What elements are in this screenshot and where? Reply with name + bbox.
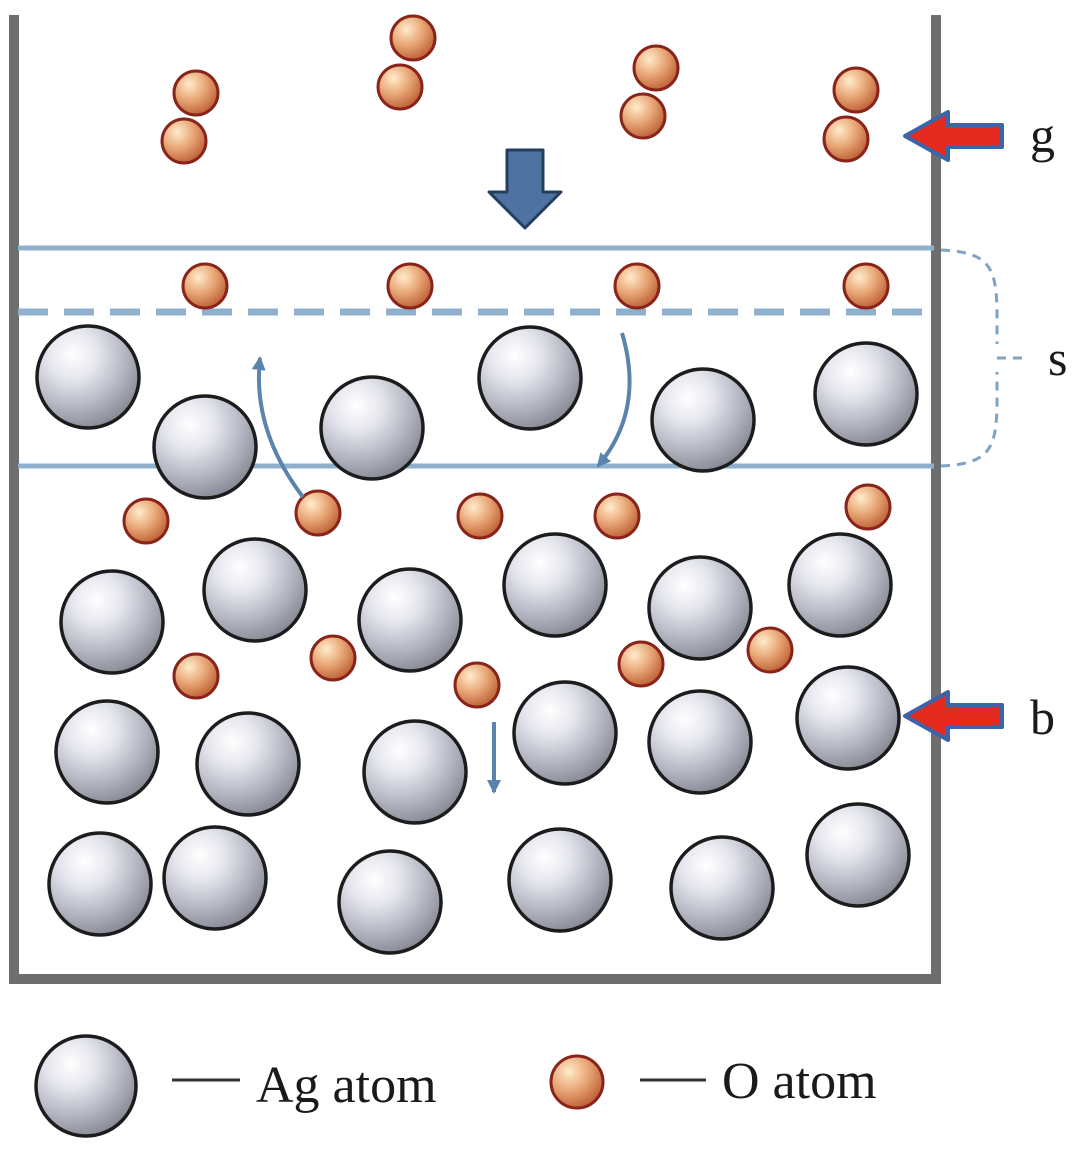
ag-atom: [507, 827, 613, 933]
ag-atom: [787, 532, 893, 638]
ag-atom: [502, 532, 608, 638]
legend-ag-sphere: [34, 1034, 138, 1138]
o2-molecule-atom: [619, 92, 667, 140]
ag-atom: [319, 375, 425, 481]
curved-arrow-up: [251, 356, 305, 499]
ag-atom: [795, 665, 901, 771]
o-atom: [842, 262, 890, 310]
o-atoms-layer: [122, 14, 892, 709]
ag-atom: [47, 831, 153, 937]
gas-region-arrow: [903, 110, 1004, 162]
o-atom: [172, 652, 220, 700]
label-gas-region: g: [1030, 107, 1055, 163]
ag-atom: [195, 711, 301, 817]
ag-atoms-layer: [35, 324, 919, 955]
o-atom: [294, 489, 342, 537]
legend-o-sphere: [549, 1054, 605, 1110]
adsorption-down-arrow: [487, 148, 563, 230]
o-atom: [456, 492, 504, 540]
legend-ag-label: Ag atom: [256, 1057, 437, 1114]
o-atom: [181, 262, 229, 310]
o2-molecule-atom: [172, 69, 220, 117]
legend-o-label: O atom: [722, 1053, 877, 1110]
o-atom: [613, 262, 661, 310]
o-atom: [617, 640, 665, 688]
ag-atom: [647, 555, 753, 661]
ag-atom: [152, 394, 258, 500]
o-atom: [309, 634, 357, 682]
s-bracket: [940, 248, 1028, 468]
ag-atom: [813, 341, 919, 447]
o-atom: [453, 661, 501, 709]
ag-atom: [59, 569, 165, 675]
ag-atom: [512, 680, 618, 786]
curved-arrow-down: [596, 332, 632, 468]
o2-molecule-atom: [632, 44, 680, 92]
o2-molecule-atom: [832, 66, 880, 114]
ag-atom: [35, 324, 141, 430]
o2-molecule-atom: [822, 115, 870, 163]
o2-molecule-atom: [376, 63, 424, 111]
ag-atom: [357, 567, 463, 673]
o-atom: [746, 626, 794, 674]
ag-atom: [650, 367, 756, 473]
ag-atom: [477, 325, 583, 431]
ag-atom: [362, 719, 468, 825]
o-atom: [593, 492, 641, 540]
o2-molecule-atom: [160, 117, 208, 165]
ag-atom: [337, 849, 443, 955]
ag-atom: [669, 835, 775, 941]
o2-molecule-atom: [389, 14, 437, 62]
bulk-region-arrow: [903, 690, 1004, 742]
ag-atom: [805, 802, 911, 908]
ag-atom: [647, 689, 753, 795]
legend-spheres-layer: [34, 1034, 605, 1138]
o-atom: [122, 497, 170, 545]
o-atom: [844, 483, 892, 531]
label-bulk-region: b: [1030, 689, 1055, 745]
ag-atom: [202, 537, 308, 643]
ag-atom: [54, 699, 160, 805]
o-atom: [386, 262, 434, 310]
ag-atom: [162, 825, 268, 931]
container-walls: [9, 15, 941, 984]
label-surface-region: s: [1048, 330, 1067, 386]
